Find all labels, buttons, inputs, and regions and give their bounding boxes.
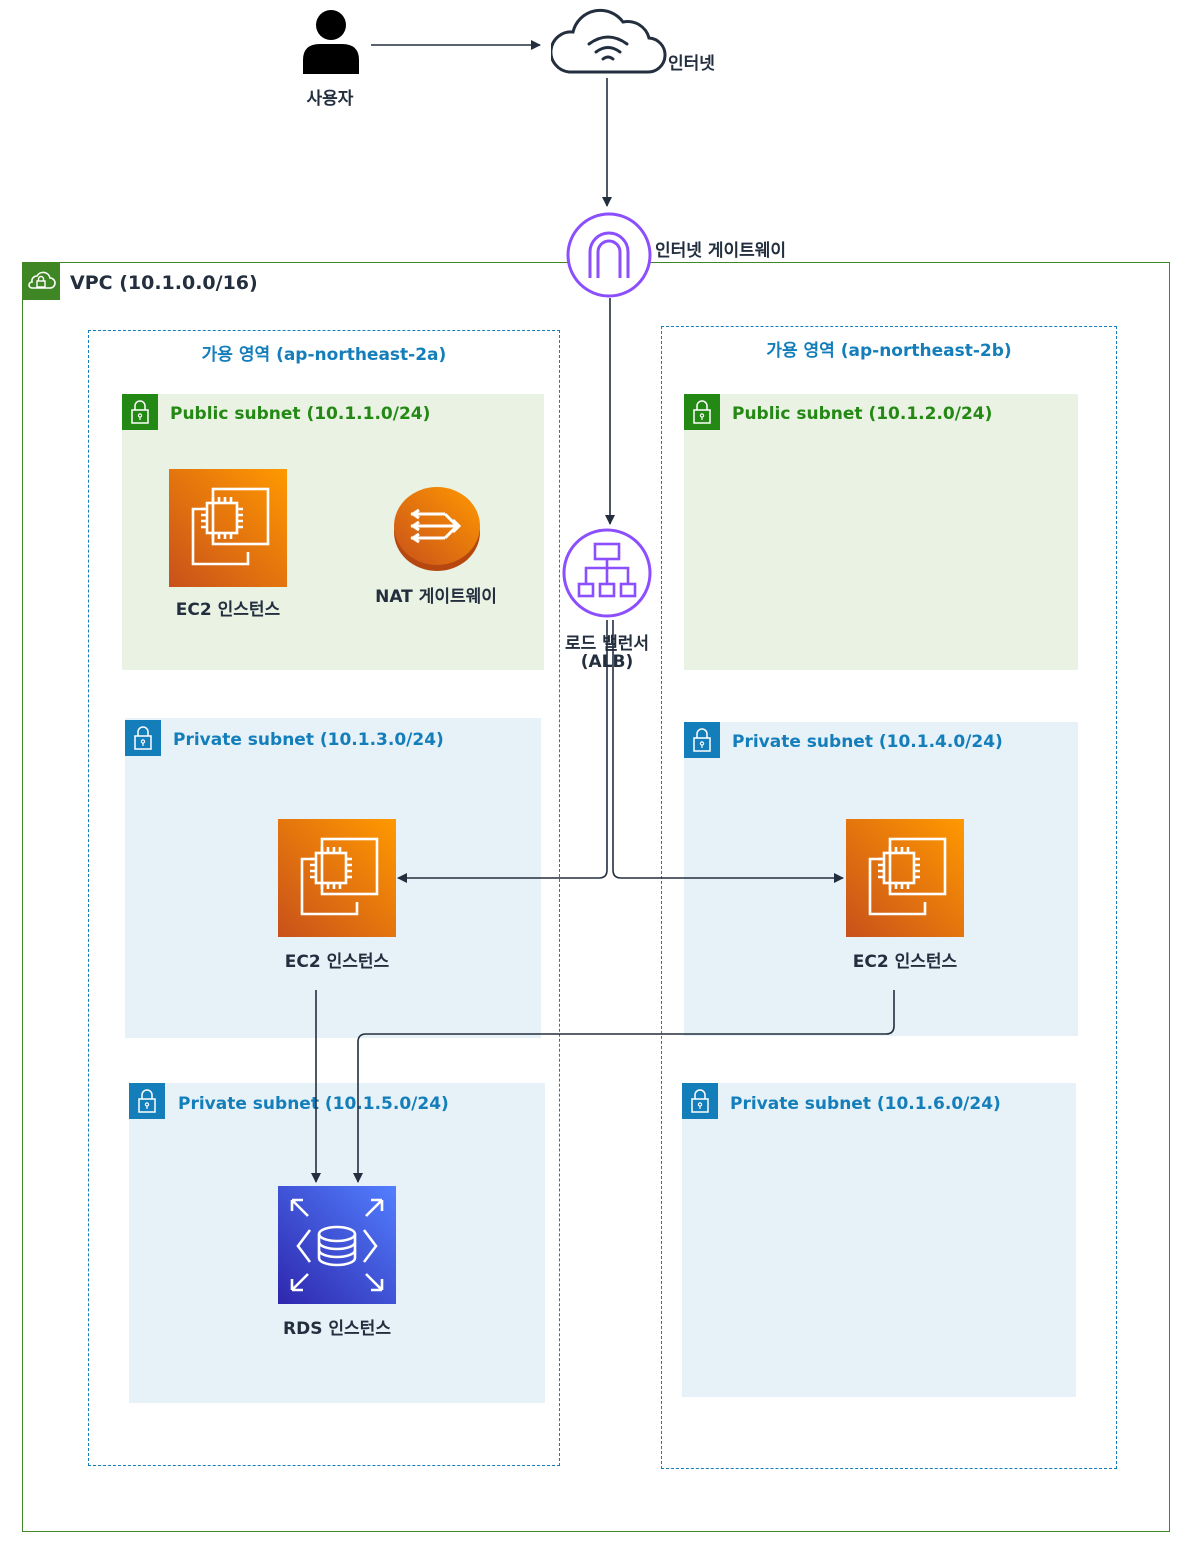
private-subnet-b1-title: Private subnet (10.1.4.0/24) [732,732,1003,752]
ec2-private-b-label: EC2 인스턴스 [852,952,958,972]
lock-icon [125,720,161,756]
lock-icon [122,394,158,430]
internet-label: 인터넷 [668,54,715,74]
availability-zone-a [88,330,560,1466]
availability-zone-b [661,326,1117,1469]
public-subnet-a-title: Public subnet (10.1.1.0/24) [170,404,431,424]
vpc-title: VPC (10.1.0.0/16) [70,272,258,294]
user-icon [300,8,362,74]
ec2-public-label: EC2 인스턴스 [175,600,281,620]
public-subnet-b [684,394,1078,670]
rds-instance-icon [278,1186,396,1304]
alb-to-ec2-a-arrow [397,620,608,883]
user-label: 사용자 [306,89,354,109]
ec2-b-to-rds-arrow [353,990,895,1183]
nat-gateway-label: NAT 게이트웨이 [375,587,497,607]
load-balancer-label: 로드 밸런서 [564,634,650,654]
public-subnet-b-title: Public subnet (10.1.2.0/24) [732,404,993,424]
ec2-private-a-label: EC2 인스턴스 [284,952,390,972]
lock-icon [684,722,720,758]
load-balancer-icon [562,528,652,618]
internet-gateway-icon [566,212,652,298]
availability-zone-b-title: 가용 영역 (ap-northeast-2b) [766,341,1012,361]
ec2-instance-icon [278,819,396,937]
load-balancer-sublabel: (ALB) [580,652,634,672]
private-subnet-a1-title: Private subnet (10.1.3.0/24) [173,730,444,750]
ec2-instance-icon [846,819,964,937]
private-subnet-a2-title: Private subnet (10.1.5.0/24) [178,1094,449,1114]
nat-gateway-icon [393,484,481,572]
availability-zone-a-title: 가용 영역 (ap-northeast-2a) [201,345,447,365]
lock-icon [682,1083,718,1119]
ec2-instance-icon [169,469,287,587]
alb-to-ec2-b-arrow [612,620,844,883]
private-subnet-b2 [682,1083,1076,1397]
vpc-cloud-icon [22,262,60,300]
lock-icon [684,394,720,430]
lock-icon [129,1083,165,1119]
internet-cloud-icon [549,2,667,76]
internet-gateway-label: 인터넷 게이트웨이 [655,241,787,261]
private-subnet-b2-title: Private subnet (10.1.6.0/24) [730,1094,1001,1114]
rds-instance-label: RDS 인스턴스 [283,1319,391,1339]
